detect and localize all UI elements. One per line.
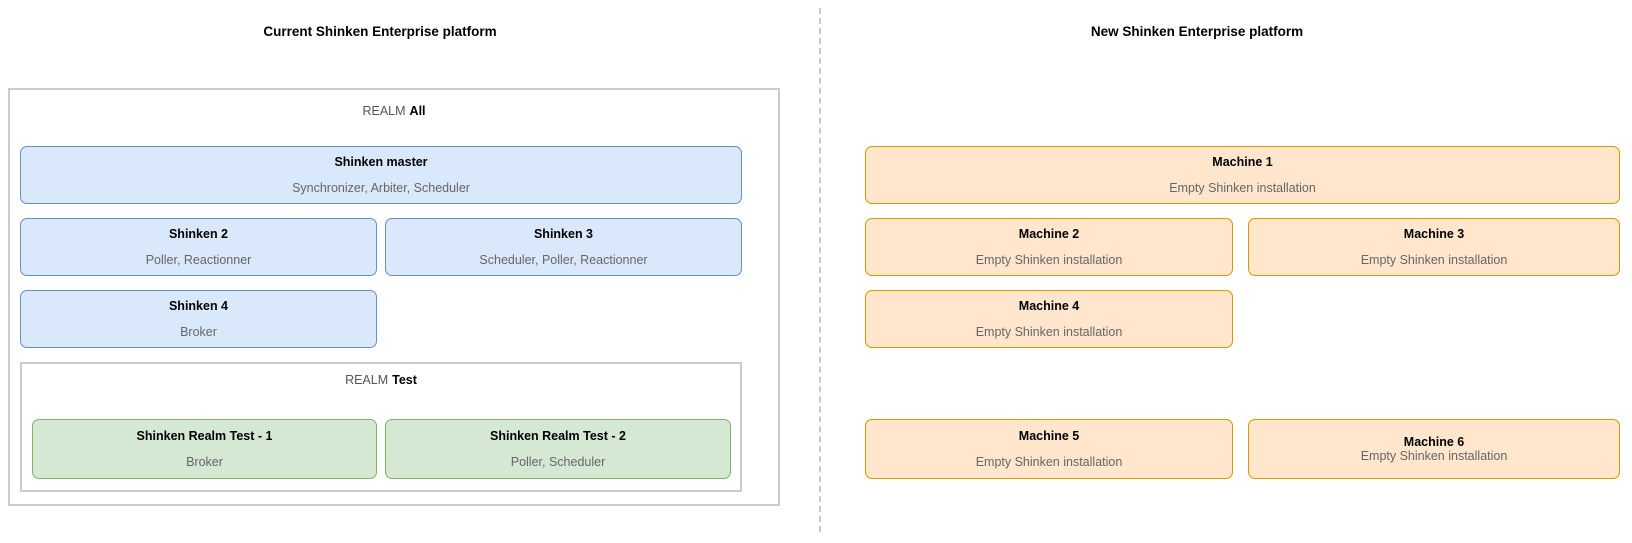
node-subtitle: Empty Shinken installation [1360,252,1508,267]
node-subtitle: Empty Shinken installation [975,454,1123,469]
node-machine-3: Machine 3 Empty Shinken installation [1248,218,1620,276]
node-title: Shinken Realm Test - 2 [490,429,626,443]
panel-divider-dashed-line [819,8,821,532]
node-title: Shinken 3 [533,227,594,241]
node-title: Machine 5 [1018,429,1080,443]
node-subtitle: Empty Shinken installation [975,324,1123,339]
node-shinken-2: Shinken 2 Poller, Reactionner [20,218,377,276]
node-subtitle: Empty Shinken installation [1360,449,1508,463]
node-title: Shinken 2 [168,227,229,241]
node-machine-5: Machine 5 Empty Shinken installation [865,419,1233,479]
node-title: Shinken Realm Test - 1 [136,429,273,443]
node-machine-1: Machine 1 Empty Shinken installation [865,146,1620,204]
node-machine-2: Machine 2 Empty Shinken installation [865,218,1233,276]
right-panel-title: New Shinken Enterprise platform [1090,24,1304,39]
realm-label-name: All [409,104,426,118]
node-shinken-master: Shinken master Synchronizer, Arbiter, Sc… [20,146,742,204]
node-title: Machine 1 [1212,155,1273,169]
node-subtitle: Poller, Reactionner [145,252,252,267]
realm-label-name: Test [392,373,417,387]
node-title: Shinken 4 [168,299,229,313]
node-title: Machine 4 [1018,299,1080,313]
realm-label-prefix: REALM [362,104,406,118]
node-subtitle: Broker [180,324,217,339]
node-subtitle: Poller, Scheduler [510,454,606,469]
node-subtitle: Broker [186,454,223,469]
node-machine-4: Machine 4 Empty Shinken installation [865,290,1233,348]
node-shinken-realm-test-2: Shinken Realm Test - 2 Poller, Scheduler [385,419,731,479]
node-subtitle: Scheduler, Poller, Reactionner [479,252,648,267]
node-shinken-realm-test-1: Shinken Realm Test - 1 Broker [32,419,377,479]
node-shinken-4: Shinken 4 Broker [20,290,377,348]
node-machine-6: Machine 6 Empty Shinken installation [1248,419,1620,479]
node-title: Machine 3 [1403,227,1465,241]
node-title: Shinken master [334,155,428,169]
node-title: Machine 2 [1018,227,1080,241]
node-shinken-3: Shinken 3 Scheduler, Poller, Reactionner [385,218,742,276]
node-subtitle: Empty Shinken installation [975,252,1123,267]
node-title: Machine 6 [1403,434,1465,449]
node-subtitle: Empty Shinken installation [1169,180,1316,195]
left-panel-title: Current Shinken Enterprise platform [263,24,497,39]
node-subtitle: Synchronizer, Arbiter, Scheduler [292,180,470,195]
realm-label-prefix: REALM [345,373,389,387]
